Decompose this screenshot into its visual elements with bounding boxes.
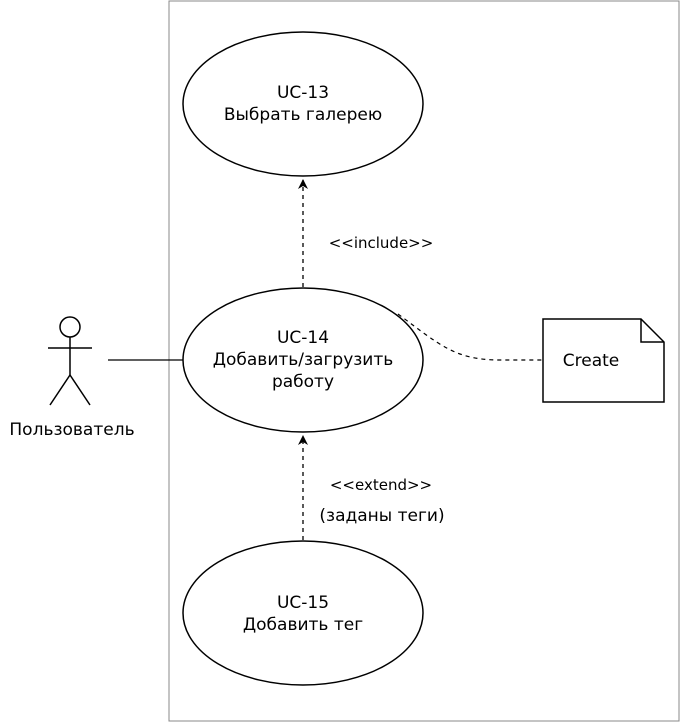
uc14-id: UC-14 [276, 328, 330, 348]
use-case-uc15[interactable] [182, 540, 424, 686]
uc13-id: UC-13 [276, 83, 330, 103]
actor-name: Пользователь [9, 420, 135, 440]
note-fold [640, 319, 664, 343]
uc14-title-line1: Добавить/загрузить [212, 350, 394, 370]
use-case-uc13[interactable] [182, 31, 424, 177]
uc15-title: Добавить тег [242, 615, 364, 635]
note-connector [397, 313, 542, 361]
uc14-title-line2: работу [271, 372, 335, 392]
uc14-label: UC-14 Добавить/загрузить работу [183, 327, 423, 393]
use-case-uc14[interactable] [182, 287, 424, 433]
note-text: Create [562, 351, 620, 371]
uc15-label: UC-15 Добавить тег [183, 592, 423, 636]
actor-figure [48, 316, 92, 406]
uc13-title: Выбрать галерею [223, 105, 383, 125]
extend-condition: (заданы теги) [319, 506, 445, 526]
extend-stereotype: <<extend>> [329, 476, 433, 494]
note-shape[interactable] [542, 318, 665, 403]
uc15-id: UC-15 [276, 593, 330, 613]
uc13-label: UC-13 Выбрать галерею [183, 82, 423, 126]
include-stereotype: <<include>> [328, 234, 434, 252]
